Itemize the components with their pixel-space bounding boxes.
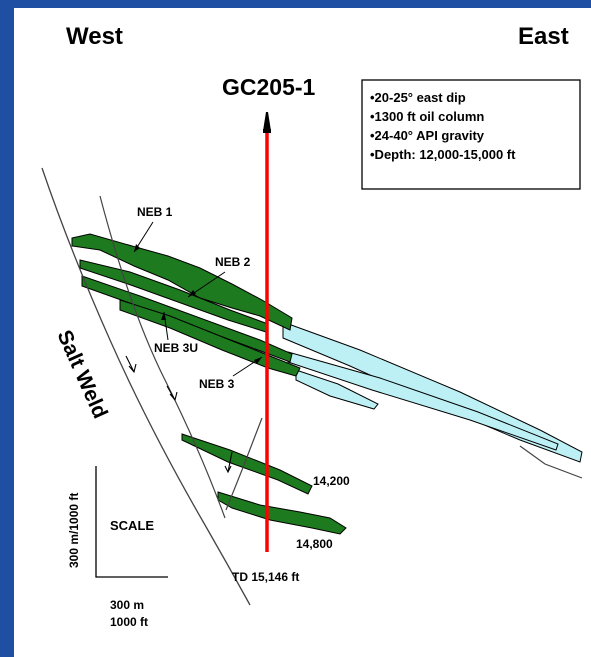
scale-horizontal-m: 300 m	[110, 598, 144, 612]
scale-vertical-label: 300 m/1000 ft	[67, 493, 81, 568]
label-14800: 14,800	[296, 537, 333, 551]
label-neb1: NEB 1	[137, 205, 173, 219]
oil-sand-14800	[217, 491, 347, 535]
arrowhead-neb3u	[161, 312, 166, 320]
label-14200: 14,200	[313, 474, 350, 488]
rig-base	[263, 129, 271, 133]
west-label: West	[66, 23, 123, 50]
salt-weld-label: Salt Weld	[52, 327, 111, 422]
fault-arrow-3	[224, 451, 233, 474]
drilling-rig-icon	[263, 112, 271, 131]
well-td-label: TD 15,146 ft	[232, 570, 299, 584]
oil-sand-neb3u	[81, 275, 293, 363]
oil-sand-neb1	[71, 233, 293, 331]
info-gravity: •24-40° API gravity	[370, 128, 485, 143]
label-neb3: NEB 3	[199, 377, 235, 391]
fault-line-1	[99, 195, 226, 519]
info-depth: •Depth: 12,000-15,000 ft	[370, 147, 516, 162]
label-neb2: NEB 2	[215, 255, 251, 269]
fault-line-2	[225, 417, 263, 511]
water-sand-3	[295, 369, 379, 410]
east-label: East	[518, 23, 569, 50]
scale-title: SCALE	[110, 518, 154, 533]
arrowhead-neb1	[134, 244, 140, 252]
scale-horizontal-ft: 1000 ft	[110, 615, 148, 629]
arrowhead-neb2	[188, 290, 196, 297]
info-dip: •20-25° east dip	[370, 90, 466, 105]
well-name: GC205-1	[222, 74, 316, 100]
fault-arrow-1	[125, 355, 137, 374]
scale-bar	[95, 466, 168, 578]
info-oil-column: •1300 ft oil column	[370, 109, 484, 124]
fault-arrow-2	[166, 385, 178, 402]
salt-weld-line	[41, 167, 251, 606]
fault-line-3	[519, 445, 583, 479]
oil-sand-14200	[181, 433, 313, 495]
arrowhead-neb3	[254, 357, 262, 364]
label-neb3u: NEB 3U	[154, 341, 198, 355]
info-box	[361, 79, 581, 190]
water-sand-2	[287, 351, 559, 451]
